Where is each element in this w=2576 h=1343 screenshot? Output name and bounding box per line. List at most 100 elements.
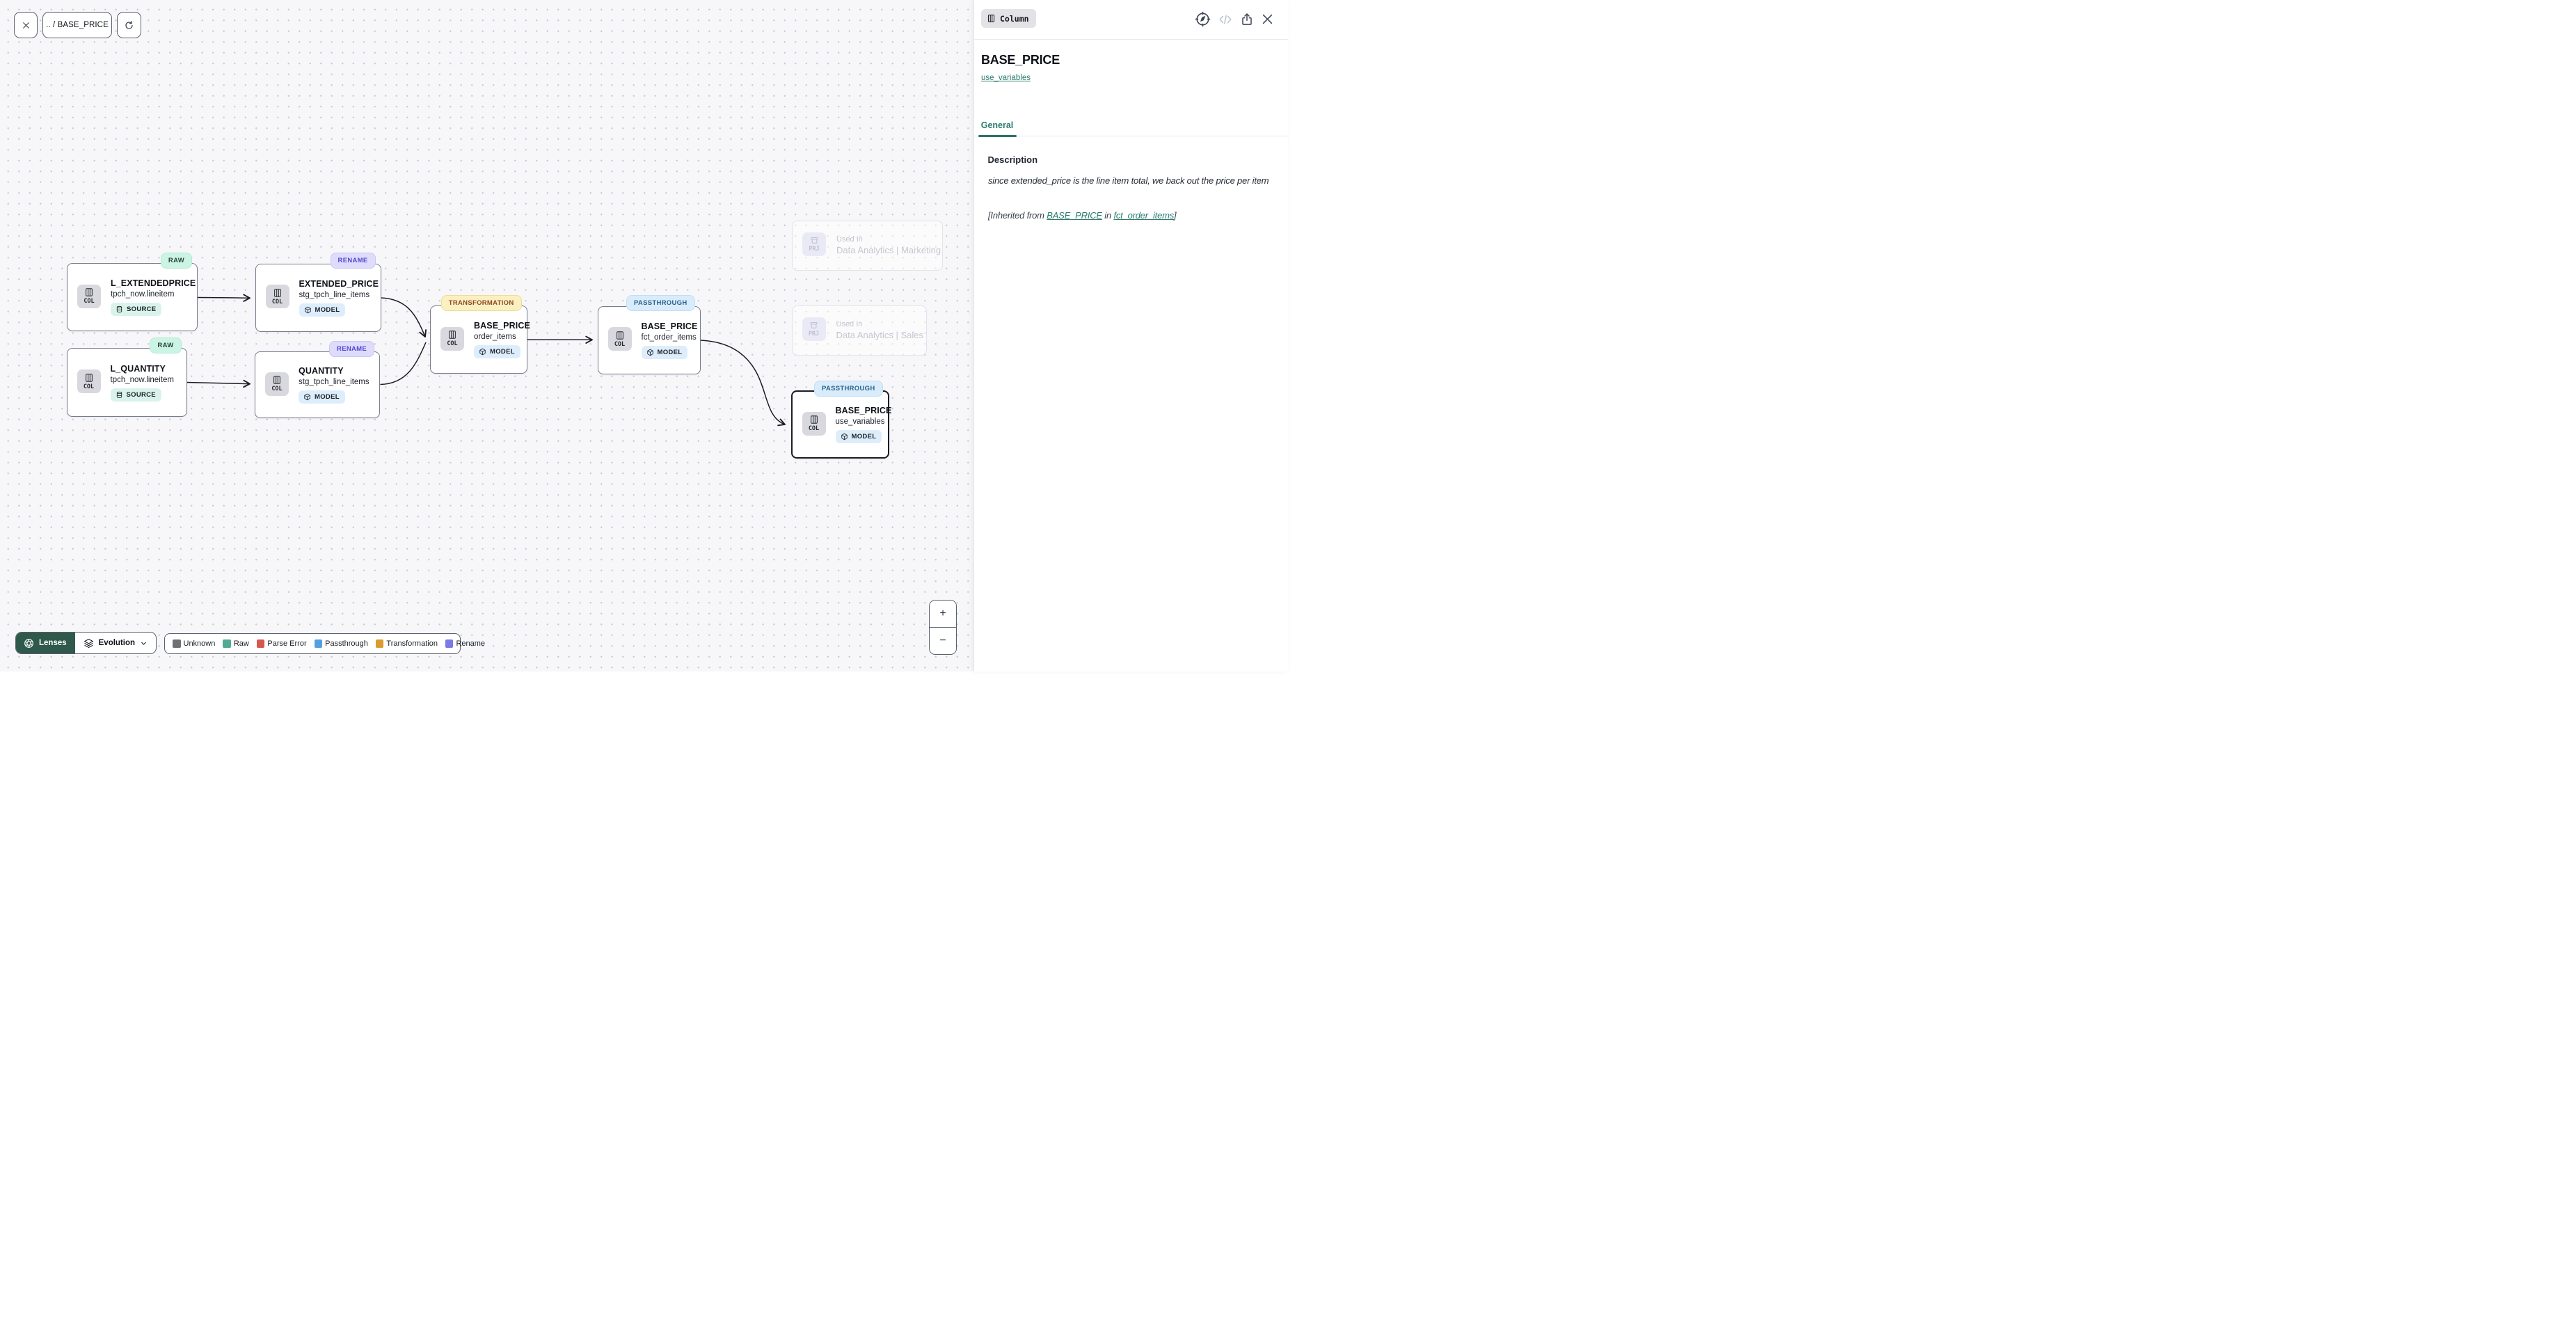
database-icon xyxy=(116,391,122,398)
edge-extendedprice-baseprice xyxy=(381,297,427,337)
description-label: Description xyxy=(987,154,1038,165)
node-title: L_QUANTITY xyxy=(110,363,166,374)
lens-badge-raw: RAW xyxy=(160,252,192,269)
panel-title: BASE_PRICE xyxy=(981,53,1060,67)
legend-swatch xyxy=(256,639,265,648)
project-chip: PRJ xyxy=(802,232,826,256)
cube-icon xyxy=(479,348,486,356)
project-chip-label: PRJ xyxy=(809,246,820,253)
close-panel-button[interactable] xyxy=(1261,13,1274,26)
lens-mode-dropdown[interactable]: Evolution xyxy=(75,633,156,653)
node-subtitle: fct_order_items xyxy=(641,333,697,342)
node-subtitle: order_items xyxy=(474,333,516,341)
lineage-canvas[interactable]: .. / BASE_PRICE PRJ Used In Data Analyti… xyxy=(0,0,973,672)
code-view-button[interactable] xyxy=(1218,12,1233,27)
node-l-extendedprice[interactable]: RAW COL L_EXTENDEDPRICE tpch_now.lineite… xyxy=(67,252,198,331)
tag-label: MODEL xyxy=(657,348,683,356)
refresh-button[interactable] xyxy=(117,12,141,38)
node-base-price-use-variables[interactable]: PASSTHROUGH COL BASE_PRICE use_variables… xyxy=(790,380,891,459)
node-extended-price[interactable]: RENAME COL EXTENDED_PRICE stg_tpch_line_… xyxy=(255,253,381,332)
node-subtitle: tpch_now.lineitem xyxy=(111,290,175,299)
breadcrumb[interactable]: .. / BASE_PRICE xyxy=(42,12,112,38)
source-tag: SOURCE xyxy=(110,388,161,402)
close-icon xyxy=(22,22,29,29)
used-in-title: Data Analytics | Sales xyxy=(836,330,924,340)
close-lineage-button[interactable] xyxy=(14,12,38,38)
column-chip-label: COL xyxy=(84,298,95,305)
node-subtitle: tpch_now.lineitem xyxy=(110,375,174,384)
share-button[interactable] xyxy=(1240,13,1254,26)
node-title: BASE_PRICE xyxy=(641,321,698,331)
legend-label: Transformation xyxy=(386,639,438,648)
description-inherited: [Inherited from BASE_PRICE in fct_order_… xyxy=(988,210,1275,221)
project-chip: PRJ xyxy=(802,317,826,341)
columns-icon xyxy=(987,15,995,22)
panel-header: Column xyxy=(974,0,1288,40)
column-chip-label: COL xyxy=(271,386,283,392)
legend-item-parse-error: Parse Error xyxy=(256,639,307,648)
columns-icon xyxy=(85,373,93,382)
used-in-card-sales[interactable]: PRJ Used In Data Analytics | Sales xyxy=(791,305,927,356)
columns-icon xyxy=(810,415,818,424)
column-chip: COL xyxy=(265,372,289,396)
tab-general[interactable]: General xyxy=(978,113,1017,137)
entity-type-badge: Column xyxy=(981,9,1036,28)
node-title: QUANTITY xyxy=(299,366,344,376)
breadcrumb-label: .. / BASE_PRICE xyxy=(46,21,109,29)
model-tag: MODEL xyxy=(299,390,345,404)
legend-item-unknown: Unknown xyxy=(173,639,215,648)
panel-tabs: General xyxy=(974,113,1289,137)
source-tag: SOURCE xyxy=(111,303,162,316)
columns-icon xyxy=(616,331,623,340)
cube-icon xyxy=(841,433,848,440)
lens-mode-label: Evolution xyxy=(98,639,136,647)
columns-icon xyxy=(273,288,281,297)
model-tag: MODEL xyxy=(641,345,688,359)
zoom-controls: + − xyxy=(929,600,957,655)
node-base-price-order-items[interactable]: TRANSFORMATION COL BASE_PRICE order_item… xyxy=(430,294,530,374)
inherited-column-link[interactable]: BASE_PRICE xyxy=(1047,210,1102,221)
refresh-icon xyxy=(125,20,133,29)
columns-icon xyxy=(449,331,456,339)
used-in-card-marketing[interactable]: PRJ Used In Data Analytics | Marketing xyxy=(792,220,943,271)
lenses-control: Lenses Evolution xyxy=(15,632,157,654)
cube-icon xyxy=(304,306,311,313)
legend-swatch xyxy=(314,639,323,648)
entity-type-label: Column xyxy=(1000,13,1029,24)
column-chip: COL xyxy=(77,284,101,308)
close-icon xyxy=(1262,14,1273,24)
node-title: EXTENDED_PRICE xyxy=(299,278,379,289)
columns-icon xyxy=(273,376,280,384)
details-panel: Column BASE_PRICE use_variables Gener xyxy=(973,0,1289,672)
tag-label: MODEL xyxy=(315,305,340,314)
tag-label: SOURCE xyxy=(127,305,157,313)
project-chip-label: PRJ xyxy=(808,331,820,337)
aperture-icon xyxy=(24,638,33,648)
column-chip: COL xyxy=(607,327,632,351)
description-text: since extended_price is the line item to… xyxy=(988,175,1269,186)
columns-icon xyxy=(86,288,93,296)
lens-legend: Unknown Raw Parse Error Passthrough Tran… xyxy=(164,633,485,654)
node-base-price-fct-order-items[interactable]: PASSTHROUGH COL BASE_PRICE fct_order_ite… xyxy=(597,295,701,374)
lens-badge-rename: RENAME xyxy=(329,340,374,357)
model-link[interactable]: use_variables xyxy=(981,74,1031,82)
model-tag: MODEL xyxy=(474,345,520,358)
legend-label: Parse Error xyxy=(267,639,307,648)
zoom-in-button[interactable]: + xyxy=(930,601,956,627)
cube-icon xyxy=(304,393,310,401)
node-quantity[interactable]: RENAME COL QUANTITY stg_tpch_line_items … xyxy=(255,340,380,418)
inherited-suffix: ] xyxy=(1174,210,1177,221)
cube-icon xyxy=(646,349,653,356)
lenses-button[interactable]: Lenses xyxy=(16,633,75,653)
column-chip-label: COL xyxy=(808,425,820,432)
explore-button[interactable] xyxy=(1195,11,1211,27)
legend-item-passthrough: Passthrough xyxy=(314,639,368,648)
column-chip: COL xyxy=(802,411,826,436)
zoom-out-button[interactable]: − xyxy=(930,628,956,654)
node-l-quantity[interactable]: RAW COL L_QUANTITY tpch_now.lineitem SOU… xyxy=(66,337,187,417)
archive-icon xyxy=(810,321,818,328)
column-chip-label: COL xyxy=(271,298,283,305)
legend-swatch xyxy=(445,639,454,648)
inherited-model-link[interactable]: fct_order_items xyxy=(1113,210,1175,221)
app: .. / BASE_PRICE PRJ Used In Data Analyti… xyxy=(0,0,1289,672)
